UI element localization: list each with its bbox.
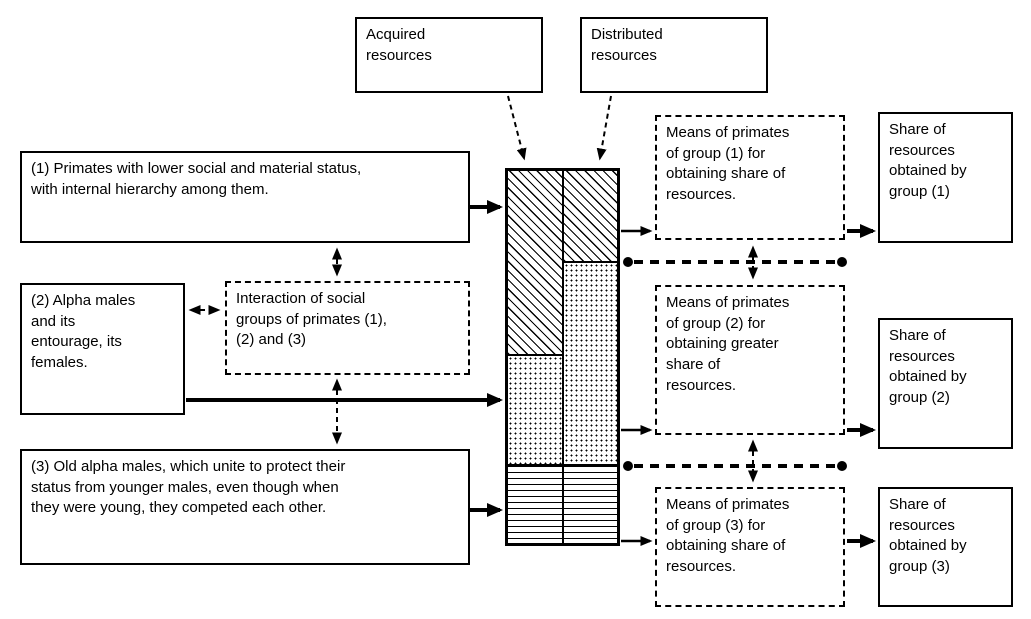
- share-group2-box: Share of resources obtained by group (2): [878, 318, 1013, 449]
- stack-acquired-group2-segment: [507, 355, 563, 465]
- resource-stack: [505, 168, 620, 546]
- stack-distributed-group3-segment: [563, 465, 618, 544]
- boundary2-right-dot: [837, 461, 847, 471]
- share-group3-box: Share of resources obtained by group (3): [878, 487, 1013, 607]
- means-group3-box: Means of primates of group (3) for obtai…: [655, 487, 845, 607]
- distributed-resources-box: Distributed resources: [580, 17, 768, 93]
- stack-distributed-group2-segment: [563, 262, 618, 465]
- group1-box: (1) Primates with lower social and mater…: [20, 151, 470, 243]
- means-group2-box: Means of primates of group (2) for obtai…: [655, 285, 845, 435]
- group2-box: (2) Alpha males and its entourage, its f…: [20, 283, 185, 415]
- boundary2-left-dot: [623, 461, 633, 471]
- arrow-acquired-to-stack: [507, 95, 527, 161]
- interaction-box: Interaction of social groups of primates…: [225, 281, 470, 375]
- stack-distributed-group1-segment: [563, 170, 618, 262]
- boundary1-right-dot: [837, 257, 847, 267]
- share-group1-box: Share of resources obtained by group (1): [878, 112, 1013, 243]
- acquired-resources-box: Acquired resources: [355, 17, 543, 93]
- group3-box: (3) Old alpha males, which unite to prot…: [20, 449, 470, 565]
- stack-acquired-group3-segment: [507, 465, 563, 544]
- stack-acquired-group1-segment: [507, 170, 563, 355]
- means-group1-box: Means of primates of group (1) for obtai…: [655, 115, 845, 240]
- boundary1-left-dot: [623, 257, 633, 267]
- arrow-distributed-to-stack: [596, 95, 612, 161]
